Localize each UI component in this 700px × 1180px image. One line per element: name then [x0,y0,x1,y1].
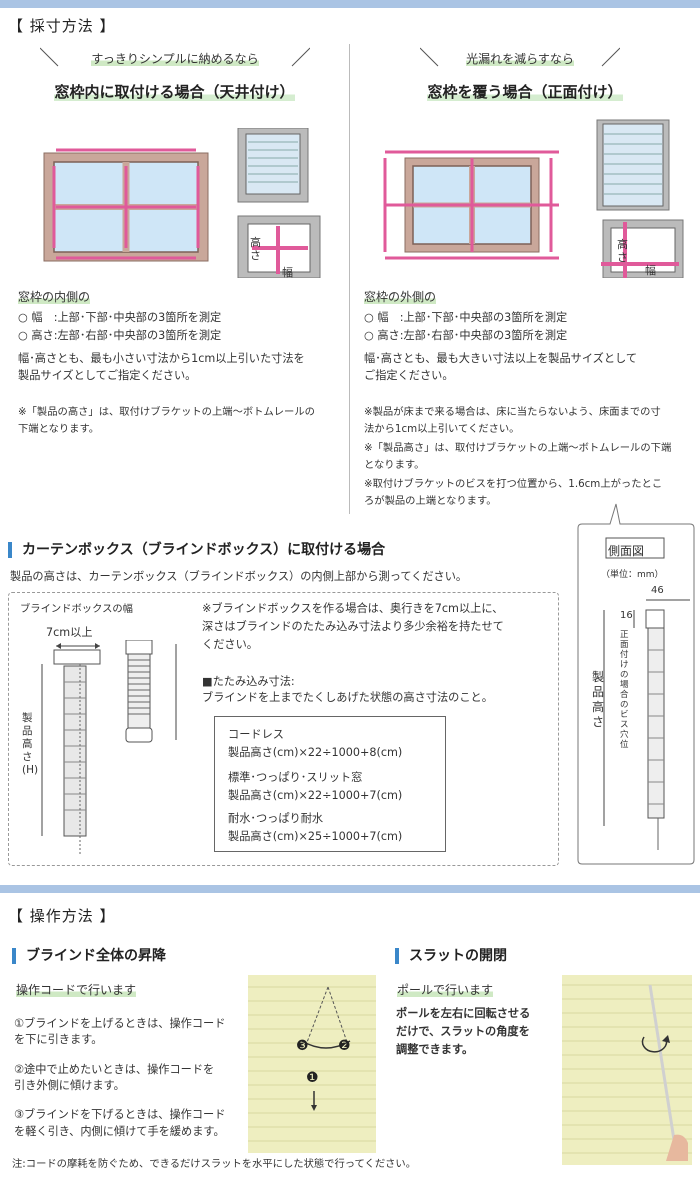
slat-sub: ポールで行います [397,983,494,997]
column-divider [349,44,350,514]
right-desc-1: 幅･高さとも、最も大きい寸法以上を製品サイズとして [364,352,638,365]
left-label-width: 幅 [282,266,293,279]
slat-photo [562,975,692,1165]
right-label-height: 高さ [617,238,628,264]
operate-bar [0,885,700,893]
formula-2: 製品高さ(cm)×22÷1000+7(cm) [228,789,403,802]
raise-step-1b: を下に引きます。 [14,1033,103,1046]
right-note-4: となります。 [364,459,425,471]
left-area: 窓枠の内側の [18,290,91,304]
left-note-1: ※「製品の高さ」は、取付けブラケットの上端～ボトムレールの [18,406,315,418]
formula-name-2: 標準･つっぱり･スリット窓 [228,771,363,784]
formula-name-3: 耐水･つっぱり耐水 [228,812,324,825]
measure-section-title: 【 採寸方法 】 [8,17,116,35]
right-note-5: ※取付けブラケットのビスを打つ位置から、1.6cm上がったとこ [364,478,663,490]
raise-photo [248,975,376,1153]
raise-marker-3: ❸ [296,1038,309,1054]
curtain-box-panel [8,592,559,866]
operate-footnote: 注:コードの摩耗を防ぐため、できるだけスラットを水平にした状態で行ってください。 [12,1158,417,1170]
left-note-2: 下端となります。 [18,423,100,435]
left-heading: 窓枠内に取付ける場合（天井付け） [54,83,295,101]
right-label-width: 幅 [645,264,656,277]
formula-box [214,716,446,852]
side-view-title: 側面図 [608,544,645,558]
side-view-screw-label: 正面付けの場合のビス穴位 [620,630,629,750]
curtain-box-diagram [41,640,177,855]
raise-sub: 操作コードで行います [16,983,137,997]
slat-desc-2: だけで、スラットの角度を [396,1025,530,1038]
slat-desc-1: ポールを左右に回転させる [396,1007,531,1020]
side-view-height-label: 製品高さ [592,670,605,729]
product-height-label: 製品高さ(H) [22,712,39,776]
left-line-2: ○ 高さ:左部･右部･中央部の3箇所を測定 [18,329,222,342]
formula-3: 製品高さ(cm)×25÷1000+7(cm) [228,830,403,843]
raise-step-2b: 引き外側に傾けます。 [14,1079,125,1092]
raise-step-1a: ①ブラインドを上げるときは、操作コード [14,1017,226,1030]
right-note-6: ろが製品の上端となります。 [364,495,497,507]
left-tagline: すっきりシンプルに納めるなら [91,52,259,66]
right-line-2: ○ 高さ:左部･右部･中央部の3箇所を測定 [364,329,568,342]
raise-step-3b: を軽く引き、内側に傾けて手を緩めます。 [14,1125,225,1138]
left-window-diagram [43,128,321,278]
formula-1: 製品高さ(cm)×22÷1000+8(cm) [228,746,403,759]
right-line-1: ○ 幅 :上部･下部･中央部の3箇所を測定 [364,311,568,324]
operate-title: 【 操作方法 】 [8,907,116,925]
slat-heading: スラットの開閉 [395,948,507,964]
left-desc-2: 製品サイズとしてご指定ください。 [18,369,197,382]
curtain-box-heading: カーテンボックス（ブラインドボックス）に取付ける場合 [8,542,385,558]
raise-marker-1: ❶ [306,1070,319,1086]
raise-step-2a: ②途中で止めたいときは、操作コードを [14,1063,215,1076]
right-note-2: 法から1cm以上引いてください。 [364,423,520,435]
right-desc-2: ご指定ください。 [364,369,454,382]
box-width-label: ブラインドボックスの幅 [20,603,133,615]
top-bar [0,0,700,8]
left-label-height: 高さ [250,236,261,262]
box-note-2: 深さはブラインドのたたみ込み寸法より多少余裕を持たせて [202,620,504,633]
right-heading: 窓枠を覆う場合（正面付け） [427,83,623,101]
side-view-offset: 16 [620,610,633,621]
side-view-frame [577,503,695,865]
fold-desc: ブラインドを上までたくしあげた状態の高さ寸法のこと。 [202,691,493,704]
left-desc-1: 幅･高さとも、最も小さい寸法から1cm以上引いた寸法を [18,352,305,365]
box-note-3: ください。 [202,638,258,651]
box-note-1: ※ブラインドボックスを作る場合は、奥行きを7cm以上に、 [202,602,504,615]
right-tagline-lines [420,47,620,67]
depth-label: 7cm以上 [46,626,93,639]
right-tagline: 光漏れを減らすなら [466,52,574,66]
raise-marker-2: ❷ [338,1038,351,1054]
right-note-1: ※製品が床まで来る場合は、床に当たらないよう、床面までの寸 [364,406,661,418]
side-view-unit: （単位：mm） [601,570,664,580]
formula-name-1: コードレス [228,728,284,741]
curtain-box-desc: 製品の高さは、カーテンボックス（ブラインドボックス）の内側上部から測ってください… [10,570,468,583]
left-tagline-lines [40,47,310,67]
slat-desc-3: 調整できます。 [396,1043,474,1056]
side-view-width: 46 [651,585,664,596]
right-note-3: ※「製品高さ」は、取付けブラケットの上端～ボトムレールの下端 [364,442,672,454]
right-area: 窓枠の外側の [364,290,437,304]
raise-step-3a: ③ブラインドを下げるときは、操作コード [14,1108,226,1121]
right-window-diagram [383,119,684,278]
left-line-1: ○ 幅 :上部･下部･中央部の3箇所を測定 [18,311,222,324]
fold-title: ■たたみ込み寸法: [202,675,295,688]
raise-heading: ブラインド全体の昇降 [12,948,166,964]
